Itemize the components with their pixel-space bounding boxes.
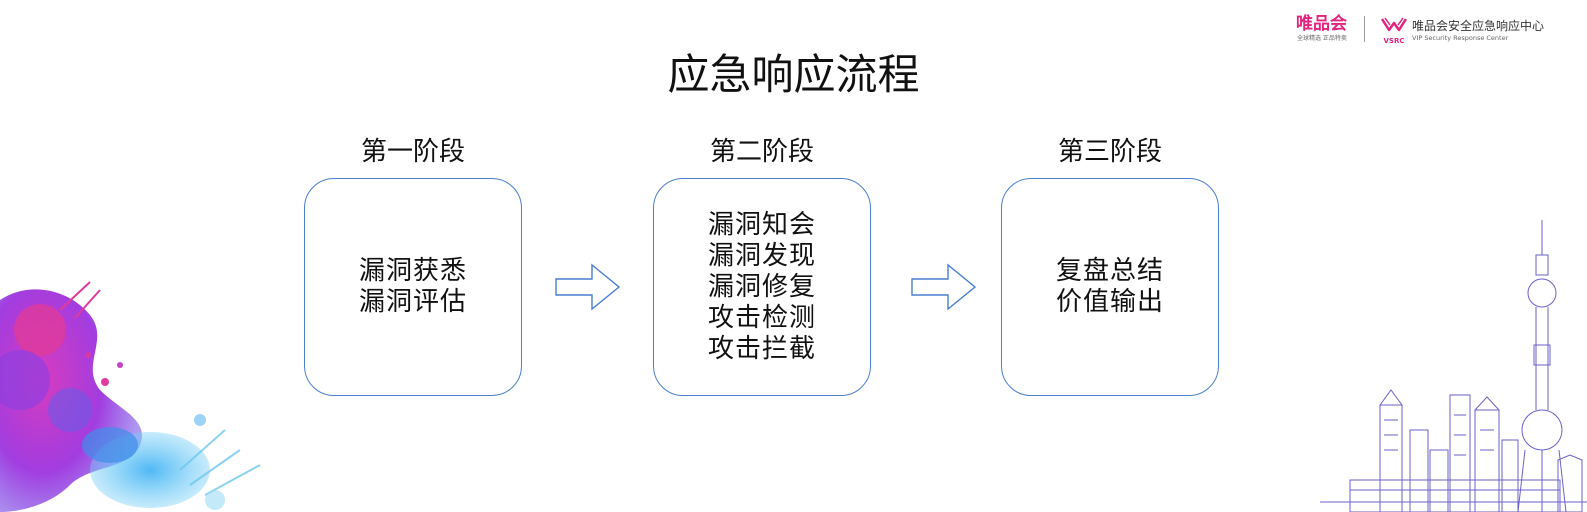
city-skyline-decoration (1320, 220, 1587, 512)
vip-logo: 唯品会 (1296, 14, 1347, 34)
stage-3-label: 第三阶段 (1057, 137, 1162, 167)
stage-2-item: 漏洞知会 (707, 209, 816, 240)
arrow-right-icon (911, 263, 977, 311)
vsrc-name: 唯品会安全应急响应中心 (1412, 19, 1545, 33)
paint-splash-decoration (0, 281, 261, 512)
stage-3-item: 复盘总结 (1055, 256, 1164, 286)
arrow-right-icon (555, 263, 621, 311)
stage-1-item: 漏洞评估 (358, 287, 467, 317)
stage-1-label: 第一阶段 (360, 137, 465, 167)
logo-divider (1364, 16, 1365, 42)
vsrc-english-name: VIP Security Response Center (1412, 34, 1509, 42)
stage-2-item: 攻击检测 (707, 302, 816, 333)
page-title: 应急响应流程 (667, 50, 920, 99)
vsrc-mark-text: VSRC (1384, 37, 1405, 45)
vip-slogan: 全球精选 正品特卖 (1297, 35, 1347, 42)
stage-3-item: 价值输出 (1055, 287, 1164, 317)
stage-2-item: 漏洞发现 (707, 240, 816, 271)
stage-1-box: 漏洞获悉 漏洞评估 (304, 178, 522, 396)
stage-2-box: 漏洞知会 漏洞发现 漏洞修复 攻击检测 攻击拦截 (653, 178, 871, 396)
vsrc-logo-icon: VSRC (1380, 17, 1408, 45)
stage-2-label: 第二阶段 (709, 137, 814, 167)
stage-2-item: 攻击拦截 (707, 333, 816, 364)
stage-2-item: 漏洞修复 (707, 271, 816, 302)
stage-3-box: 复盘总结 价值输出 (1001, 178, 1219, 396)
stage-1-item: 漏洞获悉 (358, 256, 467, 286)
